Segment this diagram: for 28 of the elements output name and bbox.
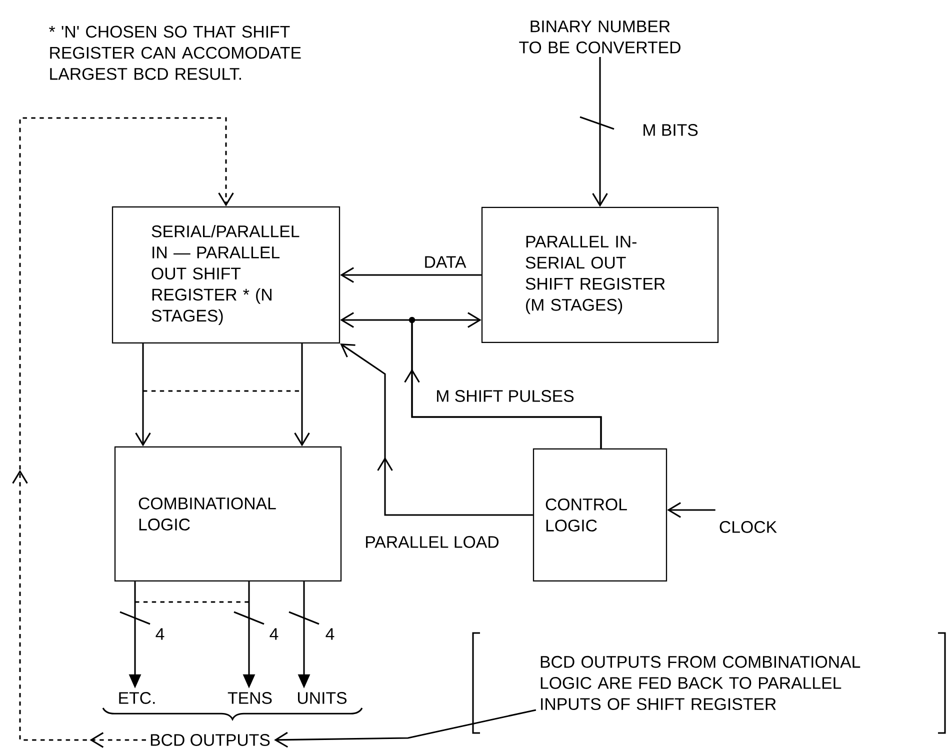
arrow bbox=[135, 344, 151, 446]
note-text: BCD OUTPUTS FROM COMBINATIONAL LOGIC ARE FED BACK TO PARALLEL INPUTS OF SHIFT REGISTER bbox=[540, 656, 860, 710]
arrow bbox=[340, 344, 533, 516]
arrow bbox=[411, 312, 602, 448]
arrow bbox=[667, 502, 716, 518]
signal-text: BCD OUTPUTS bbox=[150, 734, 270, 746]
arrow bbox=[274, 709, 536, 748]
arrow bbox=[294, 344, 310, 446]
edge-label: PARALLEL LOAD bbox=[363, 534, 501, 550]
edge-label: 4 bbox=[324, 626, 336, 642]
edge-label: M SHIFT PULSES bbox=[434, 388, 576, 404]
arrow bbox=[12, 117, 234, 748]
signal-text: BINARY NUMBER TO BE CONVERTED bbox=[519, 20, 680, 54]
signal-text: UNITS bbox=[298, 692, 347, 704]
block-box: SERIAL/PARALLEL IN — PARALLEL OUT SHIFT REGISTER * (N STAGES) bbox=[112, 206, 340, 344]
signal-text: CLOCK bbox=[720, 521, 777, 533]
block-box: CONTROL LOGIC bbox=[532, 448, 668, 582]
block-box: PARALLEL IN- SERIAL OUT SHIFT REGISTER (M STAGES) bbox=[481, 206, 719, 344]
block-box: COMBINATIONAL LOGIC bbox=[114, 446, 342, 582]
footnote: * 'N' CHOSEN SO THAT SHIFT REGISTER CAN ACCOMODATE LARGEST BCD RESULT. bbox=[49, 26, 301, 80]
signal-text: ETC. bbox=[119, 692, 155, 704]
signal-text: TENS bbox=[228, 692, 272, 704]
arrow bbox=[340, 267, 482, 283]
arrow bbox=[592, 57, 608, 207]
edge-label: M BITS bbox=[640, 122, 700, 138]
edge-label: 4 bbox=[154, 626, 166, 642]
edge-label: 4 bbox=[268, 626, 280, 642]
edge-label: DATA bbox=[422, 254, 468, 270]
